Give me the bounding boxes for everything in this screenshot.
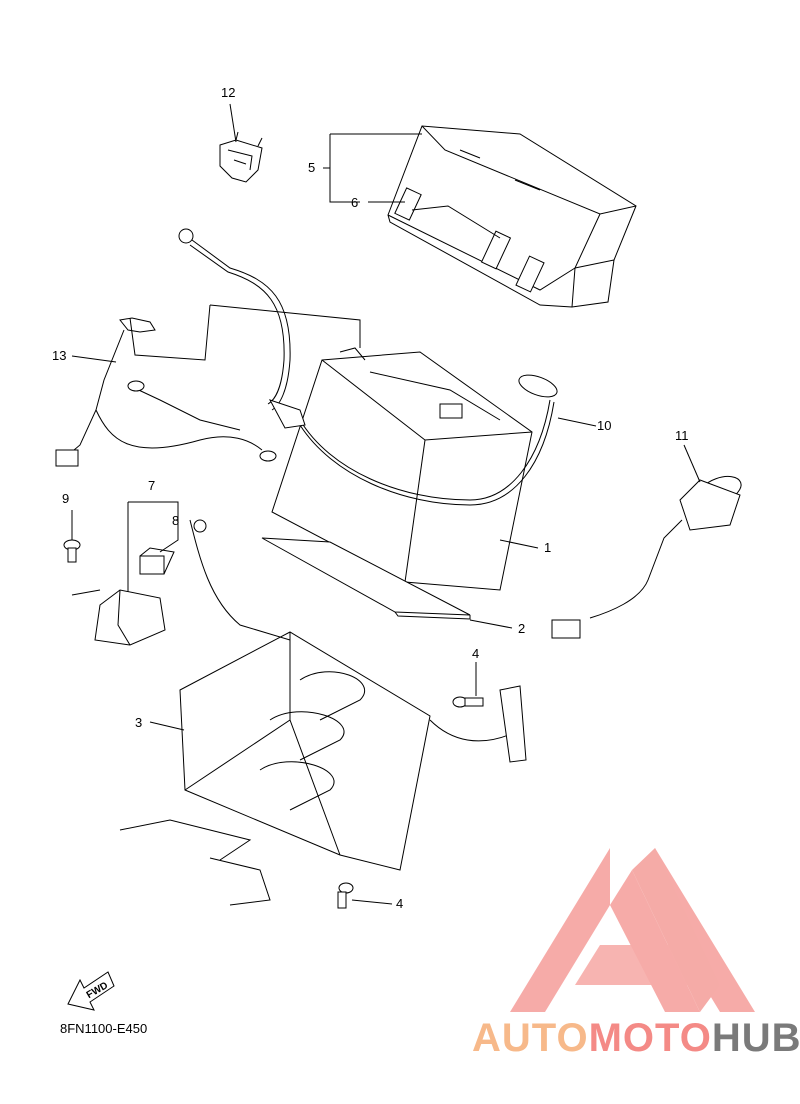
battery-cover: [387, 125, 637, 308]
part-label-4-lower: 4: [396, 896, 404, 911]
brand-hub: HUB: [711, 1016, 800, 1060]
part-label-7: 7: [148, 478, 156, 493]
part-label-8: 8: [172, 513, 180, 528]
battery-pad: [261, 537, 471, 620]
clip-part: [219, 131, 263, 183]
bolt-4-upper: [452, 696, 484, 708]
bolt-9: [63, 539, 81, 563]
diagram-code: 8FN1100-E450: [60, 1021, 148, 1036]
battery: [271, 347, 533, 591]
part-label-10: 10: [597, 418, 612, 433]
part-label-12: 11: [675, 428, 689, 443]
battery-box: [119, 519, 527, 906]
part-label-3: 3: [135, 715, 143, 730]
fwd-arrow-icon: FWD: [67, 971, 115, 1011]
accessory-socket: [551, 475, 742, 639]
fwd-label: FWD: [85, 980, 110, 1001]
negative-lead: [178, 228, 306, 429]
part-label-9: 9: [62, 491, 70, 506]
bolt-4-lower: [337, 882, 354, 909]
fuse-box: [94, 547, 175, 646]
part-label-4-upper: 4: [472, 646, 480, 661]
leader-lines: [71, 103, 701, 905]
part-label-1: 1: [544, 540, 552, 555]
watermark-brand: AUTOMOTOHUB: [472, 1018, 800, 1058]
positive-lead: [299, 374, 558, 506]
wire-harness: [55, 317, 277, 467]
part-label-11: 12: [221, 85, 236, 100]
watermark-logo-icon: [510, 848, 755, 1012]
part-label-13: 13: [52, 348, 67, 363]
brand-moto: MOTO: [588, 1016, 712, 1060]
part-label-6: 6: [351, 195, 359, 210]
brand-auto: AUTO: [472, 1016, 589, 1060]
part-label-2: 2: [518, 621, 526, 636]
part-label-5: 5: [308, 160, 316, 175]
